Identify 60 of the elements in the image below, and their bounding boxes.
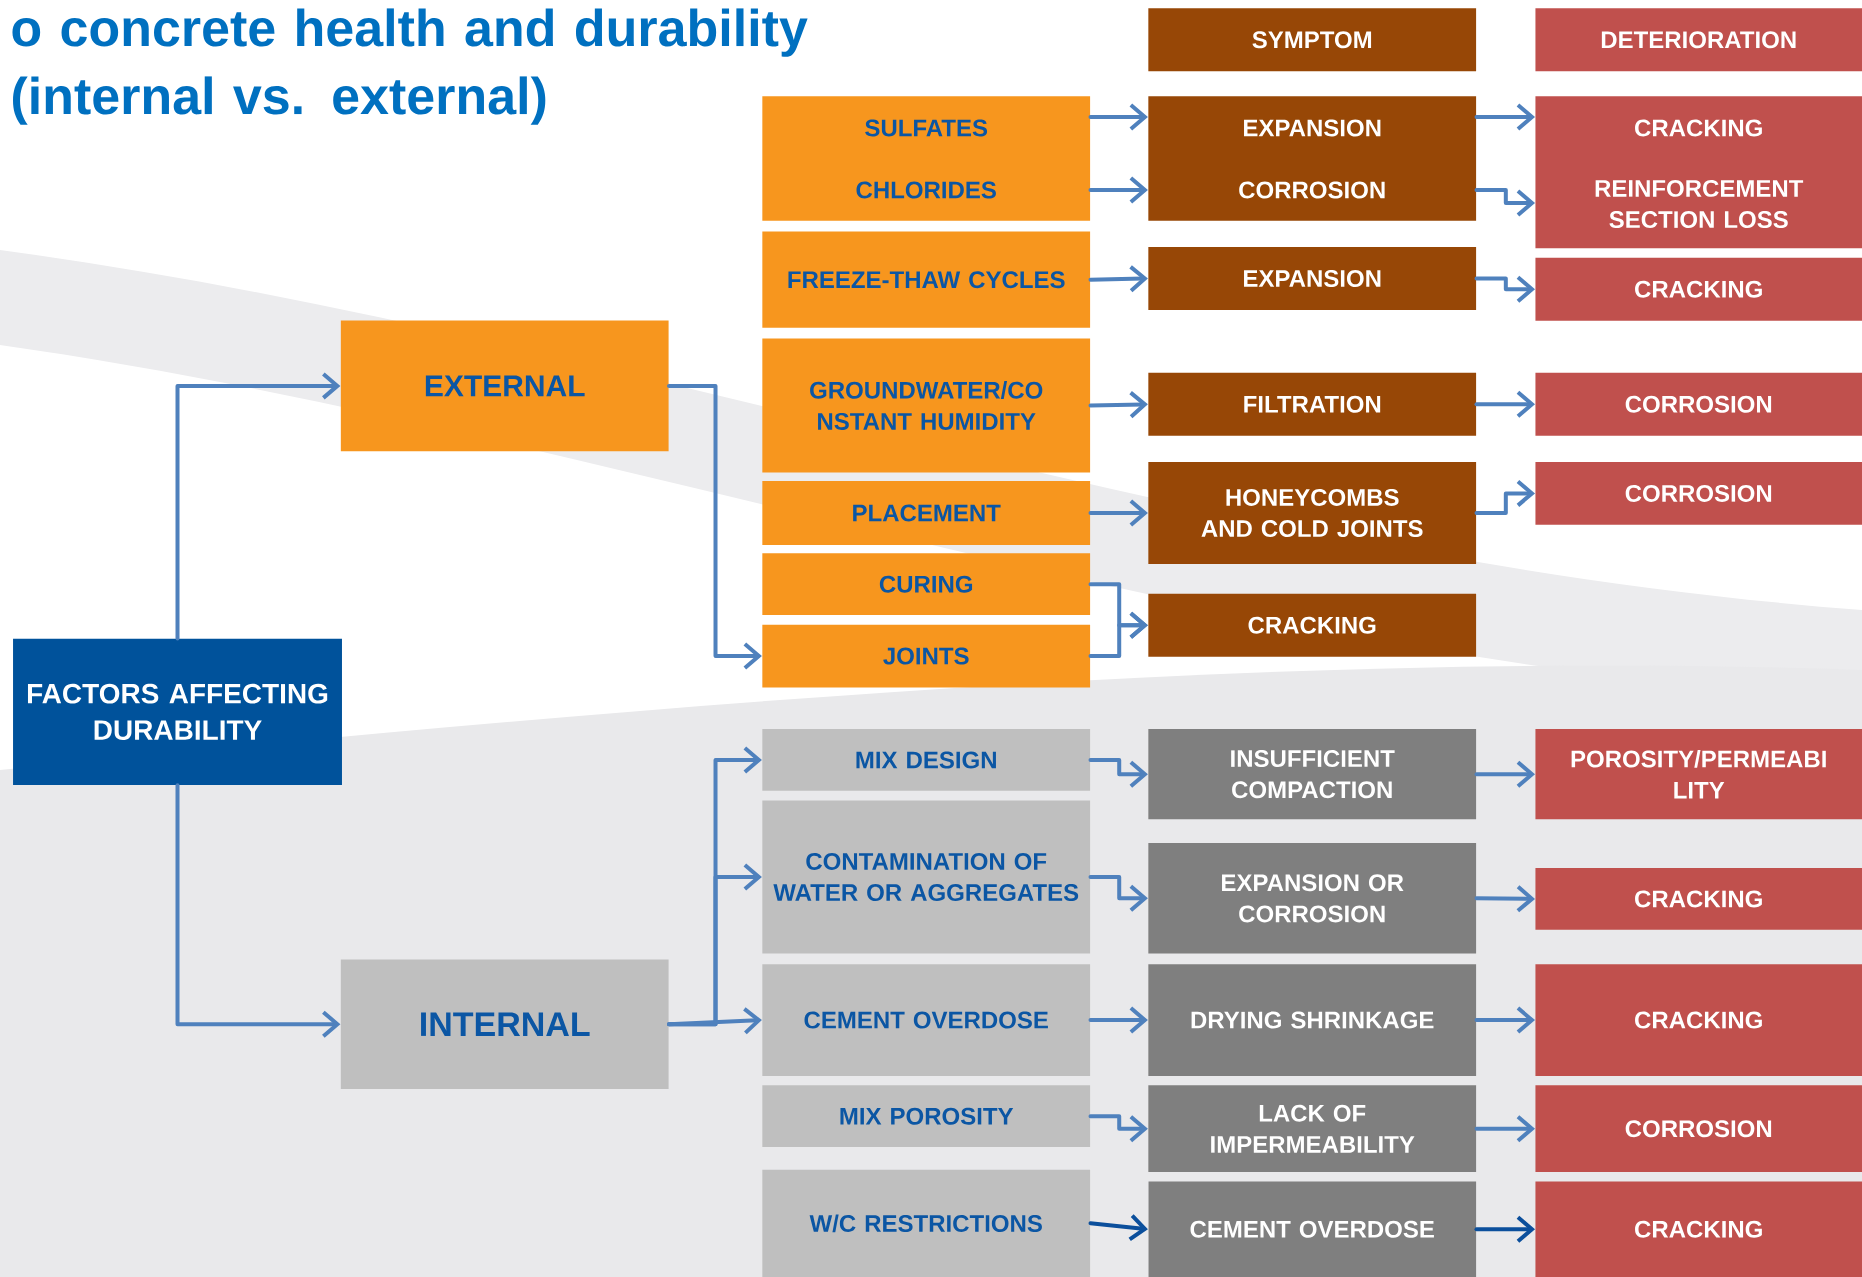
- process-box: CEMENT OVERDOSE: [762, 964, 1091, 1076]
- process-box: EXPANSION CORROSION: [1148, 96, 1477, 221]
- arrow: [667, 383, 762, 670]
- process-box: FACTORS AFFECTING DURABILITY: [13, 638, 342, 785]
- arrow: [1474, 275, 1536, 303]
- arrow: [1474, 1215, 1536, 1243]
- process-box: W/C RESTRICTIONS: [762, 1169, 1091, 1277]
- process-box: INSUFFICIENT COMPACTION: [1148, 729, 1477, 820]
- arrow: [1088, 758, 1148, 788]
- process-box: INTERNAL: [340, 959, 669, 1089]
- process-box: CONTAMINATION OF WATER OR AGGREGATES: [762, 800, 1091, 954]
- arrow: [1474, 885, 1536, 913]
- process-box: SYMPTOM: [1148, 8, 1477, 72]
- arrow: [1088, 499, 1148, 527]
- process-box: CRACKING: [1535, 1181, 1862, 1277]
- process-box: CORROSION: [1535, 372, 1862, 436]
- arrow: [667, 1007, 762, 1035]
- process-box: CRACKING: [1148, 593, 1477, 657]
- process-box: DETERIORATION: [1535, 8, 1862, 72]
- arrow: [1474, 1115, 1536, 1143]
- process-box: CURING: [762, 553, 1091, 616]
- process-box: DRYING SHRINKAGE: [1148, 964, 1477, 1076]
- process-box: FREEZE-THAW CYCLES: [762, 231, 1091, 328]
- arrow: [1088, 1006, 1148, 1034]
- process-box: EXPANSION OR CORROSION: [1148, 843, 1477, 954]
- process-box: PLACEMENT: [762, 480, 1091, 546]
- process-box: CRACKING: [1535, 964, 1862, 1076]
- arrow: [1088, 1114, 1148, 1143]
- arrow: [1474, 103, 1536, 131]
- arrow: [1088, 176, 1148, 204]
- process-box: LACK OF IMPERMEABILITY: [1148, 1085, 1477, 1173]
- process-box: CRACKING: [1535, 868, 1862, 930]
- arrow: [1088, 875, 1148, 912]
- process-box: GROUNDWATER/CO NSTANT HUMIDITY: [762, 338, 1091, 473]
- arrow: [1474, 1006, 1536, 1034]
- process-box: CRACKING: [1535, 257, 1862, 321]
- process-box: MIX DESIGN: [762, 729, 1091, 791]
- process-box: CORROSION: [1535, 461, 1862, 525]
- process-box: POROSITY/PERMEABI LITY: [1535, 729, 1862, 820]
- arrow: [1088, 391, 1148, 419]
- arrow: [1088, 611, 1148, 659]
- arrow: [1088, 1214, 1148, 1242]
- arrow: [175, 372, 341, 641]
- process-box: EXTERNAL: [340, 320, 669, 452]
- process-box: HONEYCOMBS AND COLD JOINTS: [1148, 461, 1477, 565]
- process-box: CORROSION: [1535, 1085, 1862, 1173]
- process-box: EXPANSION: [1148, 247, 1477, 310]
- arrow: [1088, 265, 1148, 293]
- process-box: FILTRATION: [1148, 372, 1477, 436]
- process-box: CEMENT OVERDOSE: [1148, 1181, 1477, 1277]
- process-box: JOINTS: [762, 624, 1091, 688]
- arrow: [175, 783, 341, 1038]
- arrow: [1474, 479, 1536, 515]
- arrow: [1474, 188, 1536, 217]
- process-box: CRACKING REINFORCEMENT SECTION LOSS: [1535, 96, 1862, 249]
- process-box: MIX POROSITY: [762, 1085, 1091, 1148]
- arrow: [1088, 103, 1148, 131]
- process-box: SULFATES CHLORIDES: [762, 96, 1091, 221]
- arrow: [1474, 760, 1536, 788]
- arrow: [1474, 390, 1536, 418]
